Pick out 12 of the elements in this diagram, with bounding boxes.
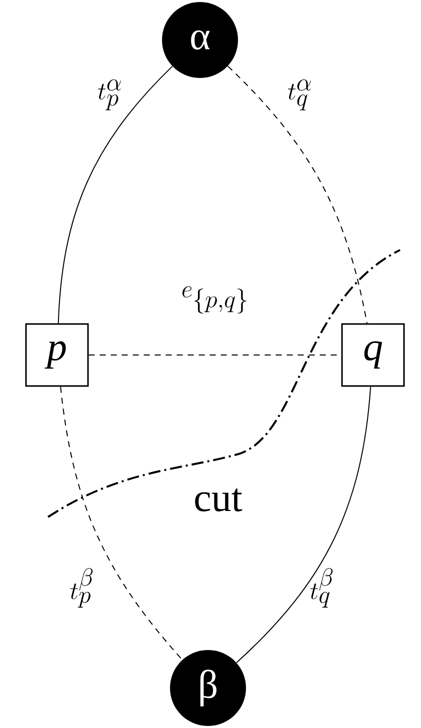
square-box: q <box>341 323 405 387</box>
edge-label: $t_p^{\alpha}$ <box>98 79 121 110</box>
edge-label: $t_p^{\beta}$ <box>70 568 93 608</box>
edge-label: $t_q^{\beta}$ <box>310 568 333 608</box>
cut-label: cut <box>195 488 242 512</box>
edge-label: $t_q^{\alpha}$ <box>288 79 311 110</box>
connector-line <box>236 386 372 664</box>
connector-line <box>58 66 173 324</box>
connector-line <box>227 66 368 324</box>
edge-label: $e_{\{p,q\}}$ <box>182 286 246 314</box>
square-box: p <box>25 323 89 387</box>
connector-line <box>60 386 183 660</box>
